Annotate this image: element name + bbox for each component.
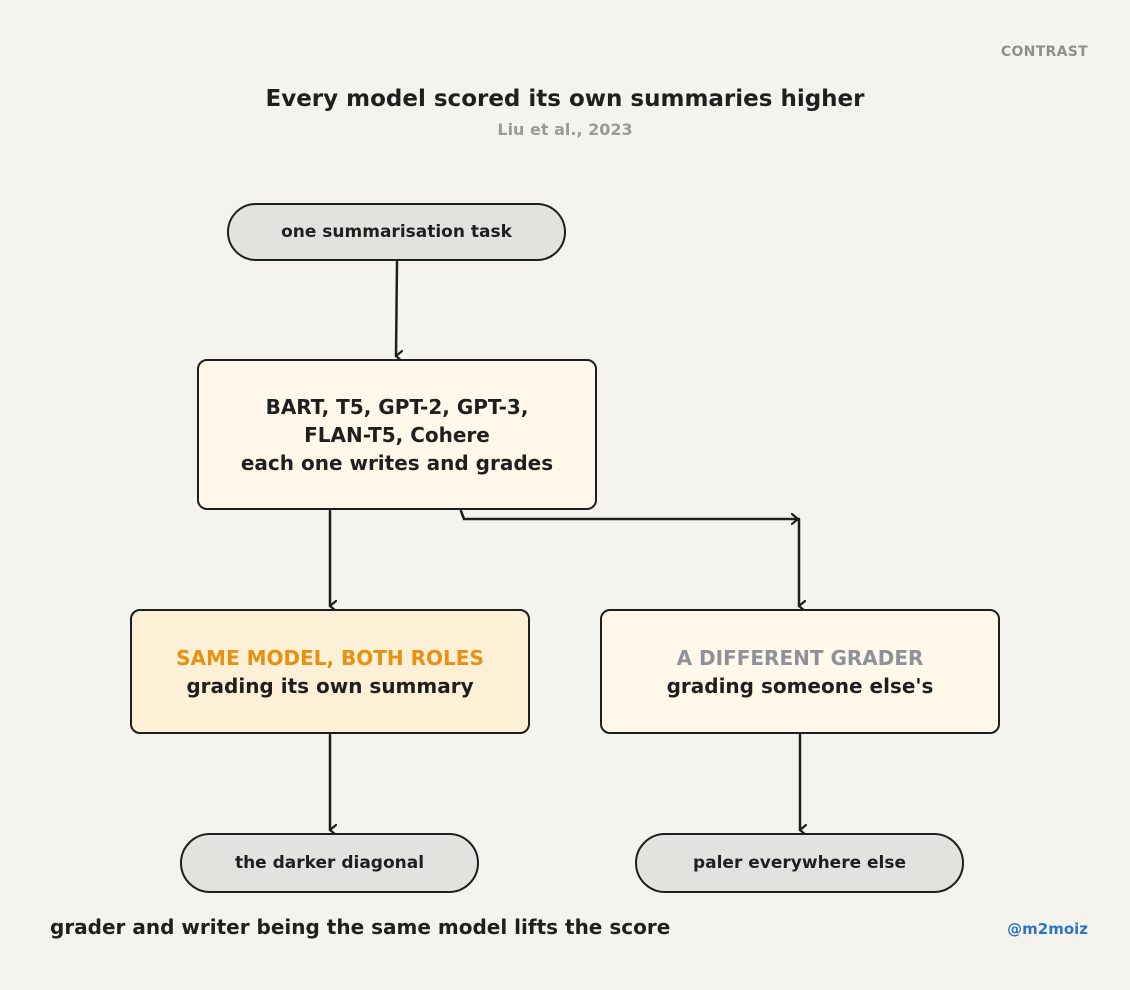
arrow-task-to-models <box>394 260 397 356</box>
models-node: BART, T5, GPT-2, GPT-3, FLAN-T5, Cohere … <box>197 359 597 510</box>
different-grader-node: A DIFFERENT GRADER grading someone else'… <box>600 609 1000 734</box>
models-line-1: BART, T5, GPT-2, GPT-3, <box>265 394 529 419</box>
footer-caption: grader and writer being the same model l… <box>50 915 671 939</box>
different-result-node: paler everywhere else <box>635 833 964 893</box>
same-result-node: the darker diagonal <box>180 833 479 893</box>
models-line-3: each one writes and grades <box>240 450 554 475</box>
models-line-2: FLAN-T5, Cohere <box>304 422 490 447</box>
task-label: one summarisation task <box>281 222 512 242</box>
same-model-heading: SAME MODEL, BOTH ROLES <box>176 645 484 670</box>
same-model-node: SAME MODEL, BOTH ROLES grading its own s… <box>130 609 530 734</box>
different-result-label: paler everywhere else <box>692 853 907 873</box>
different-grader-sub: grading someone else's <box>666 673 934 698</box>
arrow-models-branch <box>459 509 800 519</box>
different-grader-heading: A DIFFERENT GRADER <box>676 645 924 670</box>
same-model-sub: grading its own summary <box>186 673 474 698</box>
task-node: one summarisation task <box>227 203 566 261</box>
citation-subtitle: Liu et al., 2023 <box>497 120 633 139</box>
diagram-title: Every model scored its own summaries hig… <box>265 86 865 112</box>
category-tag: CONTRAST <box>1000 44 1088 60</box>
same-result-label: the darker diagonal <box>234 853 425 873</box>
author-handle[interactable]: @m2moiz <box>1007 920 1088 938</box>
